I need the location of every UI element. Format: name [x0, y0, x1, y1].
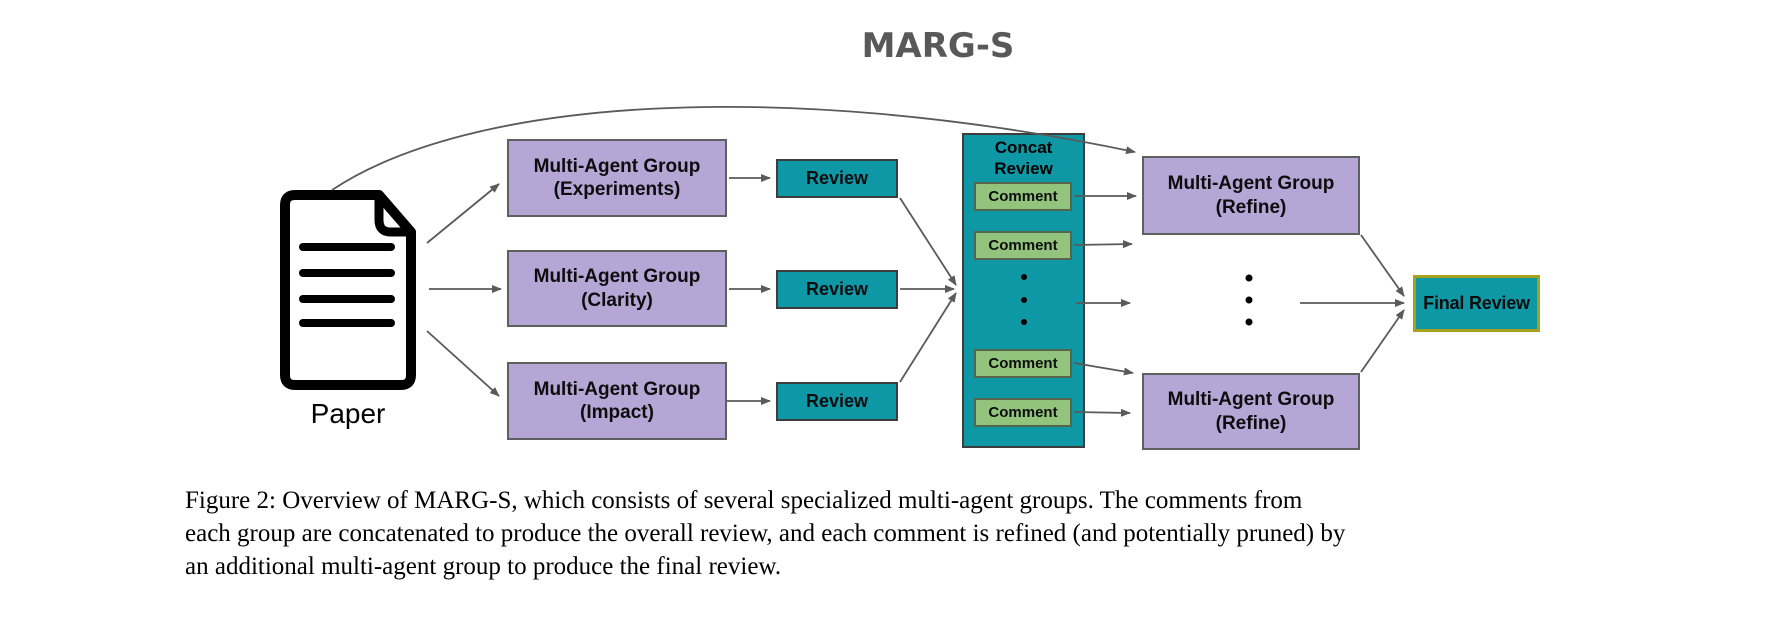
arrow-review-top-to-concat [899, 197, 957, 286]
review-box-top: Review [776, 159, 898, 198]
comment-box-4: Comment [974, 398, 1072, 427]
refine-ellipsis-dots [1245, 274, 1253, 326]
review-box-middle: Review [776, 270, 898, 309]
box-label-line: (Experiments) [553, 179, 681, 200]
concat-review-title: Concat Review [962, 137, 1085, 180]
comment-label: Comment [988, 355, 1058, 372]
multi-agent-group-impact-box: Multi-Agent Group (Impact) [507, 362, 727, 440]
box-label-line: Multi-Agent Group [533, 266, 701, 288]
box-label: Review [805, 279, 869, 299]
paper-fold-corner [374, 195, 411, 237]
figure-caption: Figure 2: Overview of MARG-S, which cons… [185, 484, 1625, 583]
arrow-paper-to-impact [426, 330, 500, 397]
multi-agent-group-refine-top-box: Multi-Agent Group (Refine) [1142, 156, 1360, 235]
arrow-paper-to-experiments [426, 183, 500, 244]
figure-title: MARG-S [861, 26, 1015, 66]
caption-line: Figure 2: Overview of MARG-S, which cons… [185, 487, 1303, 514]
concat-title-line: Review [994, 159, 1053, 179]
arrow-review-bottom-to-concat [899, 292, 957, 383]
arrow-refine-bottom-to-final-review [1360, 309, 1405, 373]
box-label-line: (Clarity) [581, 289, 653, 311]
box-label-line: Multi-Agent Group [533, 155, 701, 177]
comment-box-1: Comment [974, 182, 1072, 211]
comment-box-2: Comment [974, 231, 1072, 260]
paper-outline [280, 190, 416, 390]
comment-label: Comment [988, 188, 1058, 205]
box-label-line: Multi-Agent Group [1167, 389, 1335, 411]
comment-label: Comment [988, 404, 1058, 421]
paper-document-icon [280, 190, 416, 390]
comment-label: Comment [988, 237, 1058, 254]
box-label: Review [805, 391, 869, 411]
box-label: Final Review [1423, 293, 1530, 313]
arrow-refine-top-to-final-review [1360, 234, 1405, 297]
comment-box-3: Comment [974, 349, 1072, 378]
box-label: Review [805, 168, 869, 188]
paper-text-lines [299, 243, 395, 327]
box-label-line: Multi-Agent Group [1167, 173, 1335, 195]
box-label-line: Multi-Agent Group [533, 378, 701, 400]
caption-line: each group are concatenated to produce t… [185, 520, 1346, 547]
box-label-line: (Refine) [1215, 412, 1287, 434]
caption-line: an additional multi-agent group to produ… [185, 553, 782, 580]
review-box-bottom: Review [776, 382, 898, 421]
multi-agent-group-experiments-box: Multi-Agent Group (Experiments) [507, 139, 727, 217]
paper-label: Paper [310, 398, 386, 429]
multi-agent-group-refine-bottom-box: Multi-Agent Group (Refine) [1142, 373, 1360, 450]
multi-agent-group-clarity-box: Multi-Agent Group (Clarity) [507, 250, 727, 327]
final-review-box: Final Review [1413, 275, 1540, 332]
box-label-line: (Impact) [580, 402, 654, 423]
concat-title-line: Concat [994, 138, 1053, 157]
box-label-line: (Refine) [1215, 196, 1287, 218]
